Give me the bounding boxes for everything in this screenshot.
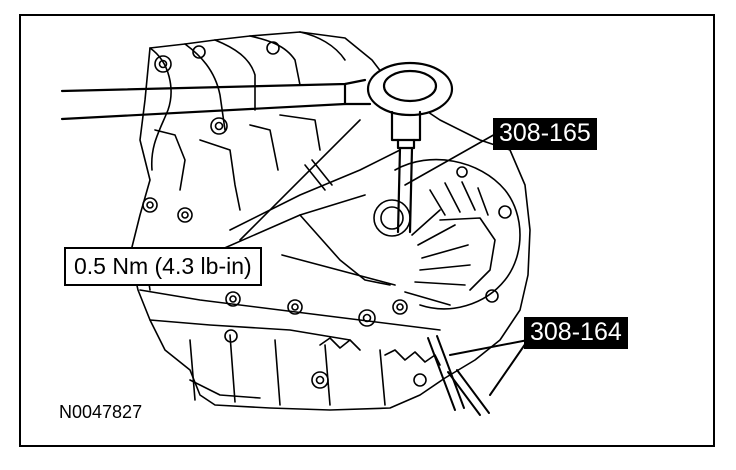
figure-id: N0047827 (59, 402, 143, 422)
leader-torque (281, 254, 396, 286)
torque-wrench (60, 61, 454, 234)
leader-308-165 (404, 132, 498, 186)
tool-label-308-164: 308-164 (524, 317, 628, 349)
torque-spec-label: 0.5 Nm (4.3 lb-in) (64, 247, 262, 286)
figure-frame (19, 14, 715, 447)
alignment-pins (427, 335, 529, 416)
tool-label-308-165: 308-165 (493, 118, 597, 150)
leader-torque-2 (239, 119, 361, 241)
